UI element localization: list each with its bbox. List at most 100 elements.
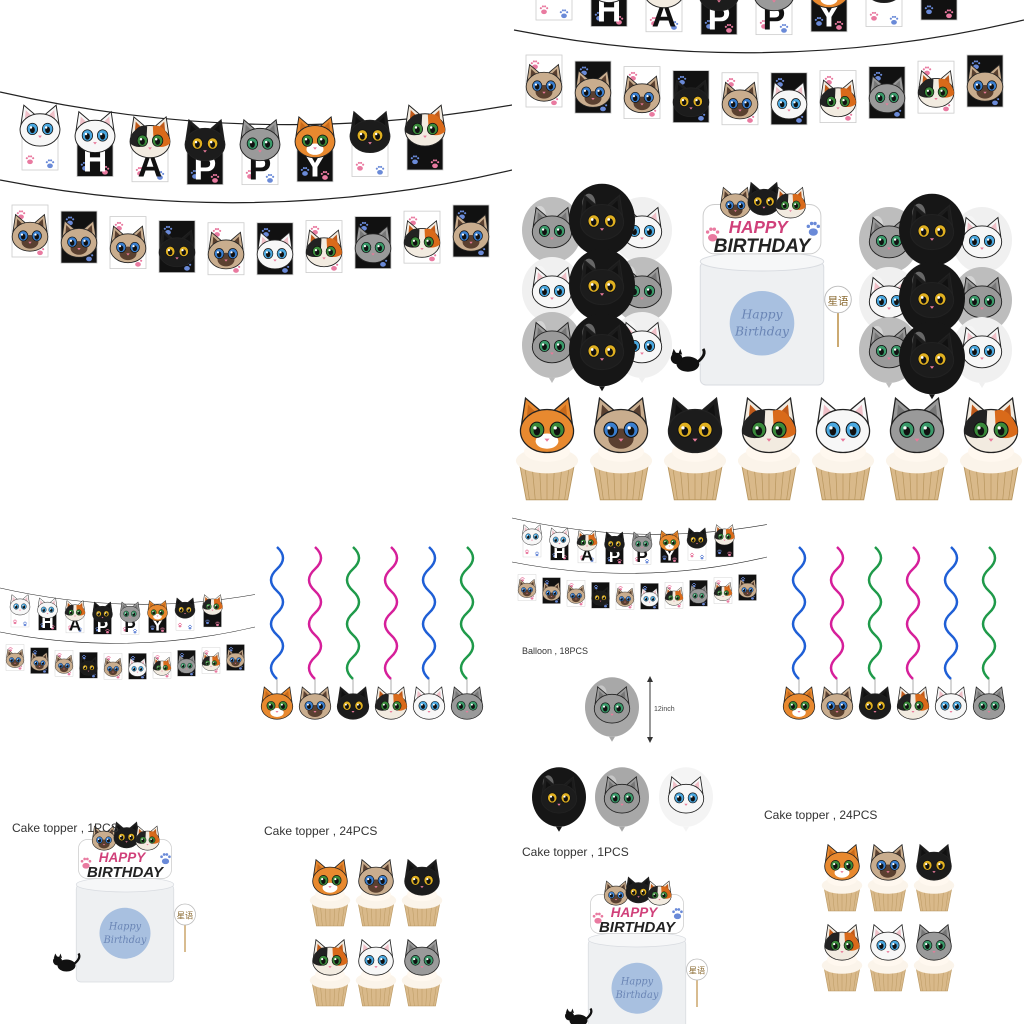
banner-flag: T bbox=[721, 72, 759, 126]
paw-print-icon bbox=[592, 912, 604, 924]
paw-print-icon bbox=[45, 159, 55, 169]
cat-face-icon bbox=[686, 527, 708, 549]
swirl-decoration-icon bbox=[374, 546, 408, 720]
cat-face-icon bbox=[579, 259, 625, 306]
paw-print-icon bbox=[594, 11, 604, 21]
banner-flag: P bbox=[92, 601, 113, 636]
banner-flag bbox=[966, 54, 1004, 108]
banner-flag: A bbox=[576, 530, 598, 564]
banner-flag: R bbox=[591, 582, 610, 609]
cat-face-icon bbox=[667, 396, 723, 454]
cat-face-icon bbox=[260, 686, 294, 720]
paw-print-icon bbox=[534, 551, 540, 557]
paw-print-icon bbox=[689, 552, 695, 558]
cat-face-icon bbox=[625, 876, 652, 904]
banner-flag: A bbox=[689, 580, 708, 607]
topper-line-2: BIRTHDAY bbox=[87, 864, 165, 881]
balloon-icon bbox=[899, 261, 965, 340]
cat-face-icon bbox=[226, 648, 245, 668]
banner-flag: T bbox=[207, 222, 245, 276]
cake-pick-text: 星语 bbox=[828, 295, 849, 307]
banner-flag: Y bbox=[201, 647, 221, 674]
cat-face-icon bbox=[815, 396, 871, 454]
swirl-decoration-icon bbox=[298, 546, 332, 720]
cat-face-icon bbox=[374, 686, 408, 720]
paw-print-icon bbox=[77, 627, 83, 632]
banner-flag: H bbox=[549, 527, 570, 562]
cat-face-icon bbox=[37, 597, 58, 619]
cat-face-icon bbox=[579, 324, 625, 371]
paw-print-icon bbox=[724, 23, 734, 33]
cupcake-icon bbox=[663, 396, 727, 501]
cat-face-icon bbox=[870, 923, 906, 961]
cat-face-icon bbox=[540, 775, 578, 814]
cat-face-icon bbox=[11, 213, 49, 252]
paw-print-icon bbox=[80, 857, 92, 869]
plaque-text-2: Birthday bbox=[615, 990, 659, 1001]
cat-face-icon bbox=[896, 686, 930, 720]
cat-face-icon bbox=[74, 110, 116, 154]
paw-print-icon bbox=[552, 552, 557, 558]
size-arrow-head-top bbox=[647, 676, 653, 682]
cupcake-icon bbox=[913, 843, 955, 912]
cupcake-icon bbox=[401, 858, 443, 927]
cat-face-icon bbox=[450, 686, 484, 720]
swirl-decoration-icon bbox=[412, 546, 446, 720]
paw-print-icon bbox=[245, 169, 255, 179]
swirl-decoration-icon bbox=[820, 546, 854, 720]
paw-print-icon bbox=[187, 624, 193, 630]
paw-print-icon bbox=[190, 169, 200, 179]
cat-face-icon bbox=[714, 524, 735, 546]
cat-face-icon bbox=[517, 578, 537, 598]
banner-flag: H bbox=[770, 72, 808, 126]
banner-flag bbox=[202, 594, 223, 628]
cat-face-icon bbox=[917, 69, 955, 108]
paw-print-icon bbox=[177, 622, 183, 628]
paw-print-icon bbox=[889, 15, 899, 25]
banner-flag: P bbox=[239, 118, 281, 188]
cat-face-icon bbox=[201, 651, 221, 671]
banner-flag: I bbox=[566, 580, 586, 607]
cat-face-icon bbox=[961, 216, 1003, 259]
cupcake-icon bbox=[959, 396, 1023, 501]
paw-print-icon bbox=[25, 155, 35, 165]
balloon-icon bbox=[899, 193, 965, 272]
banner-flag: Y bbox=[294, 116, 336, 185]
banner-flag bbox=[525, 54, 563, 108]
cat-face-icon bbox=[358, 938, 394, 976]
paw-print-icon bbox=[717, 549, 722, 555]
balloon-icon bbox=[569, 313, 635, 392]
paw-print-icon bbox=[562, 554, 567, 560]
cat-face-icon bbox=[158, 229, 196, 268]
cat-face-icon bbox=[916, 843, 952, 881]
banner-flag bbox=[349, 110, 391, 177]
banner-letter: P bbox=[609, 547, 620, 566]
cat-face-icon bbox=[312, 858, 348, 896]
cat-face-icon bbox=[664, 586, 684, 606]
cat-face-icon bbox=[963, 396, 1019, 454]
balloon-icon bbox=[952, 207, 1012, 278]
banner-flag: Y bbox=[147, 600, 168, 634]
paw-print-icon bbox=[105, 628, 110, 634]
cat-face-icon bbox=[868, 75, 906, 114]
balloon-icon bbox=[569, 183, 635, 262]
paw-print-icon bbox=[672, 557, 677, 562]
paw-print-icon bbox=[869, 11, 879, 21]
paw-print-icon bbox=[617, 558, 622, 564]
cat-face-icon bbox=[824, 843, 860, 881]
paw-print-icon bbox=[779, 23, 789, 33]
swirl-decoration-icon bbox=[450, 546, 484, 720]
cat-face-icon bbox=[113, 821, 140, 849]
paw-print-icon bbox=[814, 17, 824, 26]
balloon-icon bbox=[952, 317, 1012, 388]
cat-face-icon bbox=[542, 581, 561, 601]
cat-face-icon bbox=[966, 63, 1004, 102]
cupcake-icon bbox=[821, 923, 863, 992]
balloon-icon bbox=[569, 248, 635, 327]
paw-print-icon bbox=[644, 558, 650, 564]
banner-flag bbox=[5, 644, 25, 671]
cupcake-icon bbox=[589, 396, 653, 501]
